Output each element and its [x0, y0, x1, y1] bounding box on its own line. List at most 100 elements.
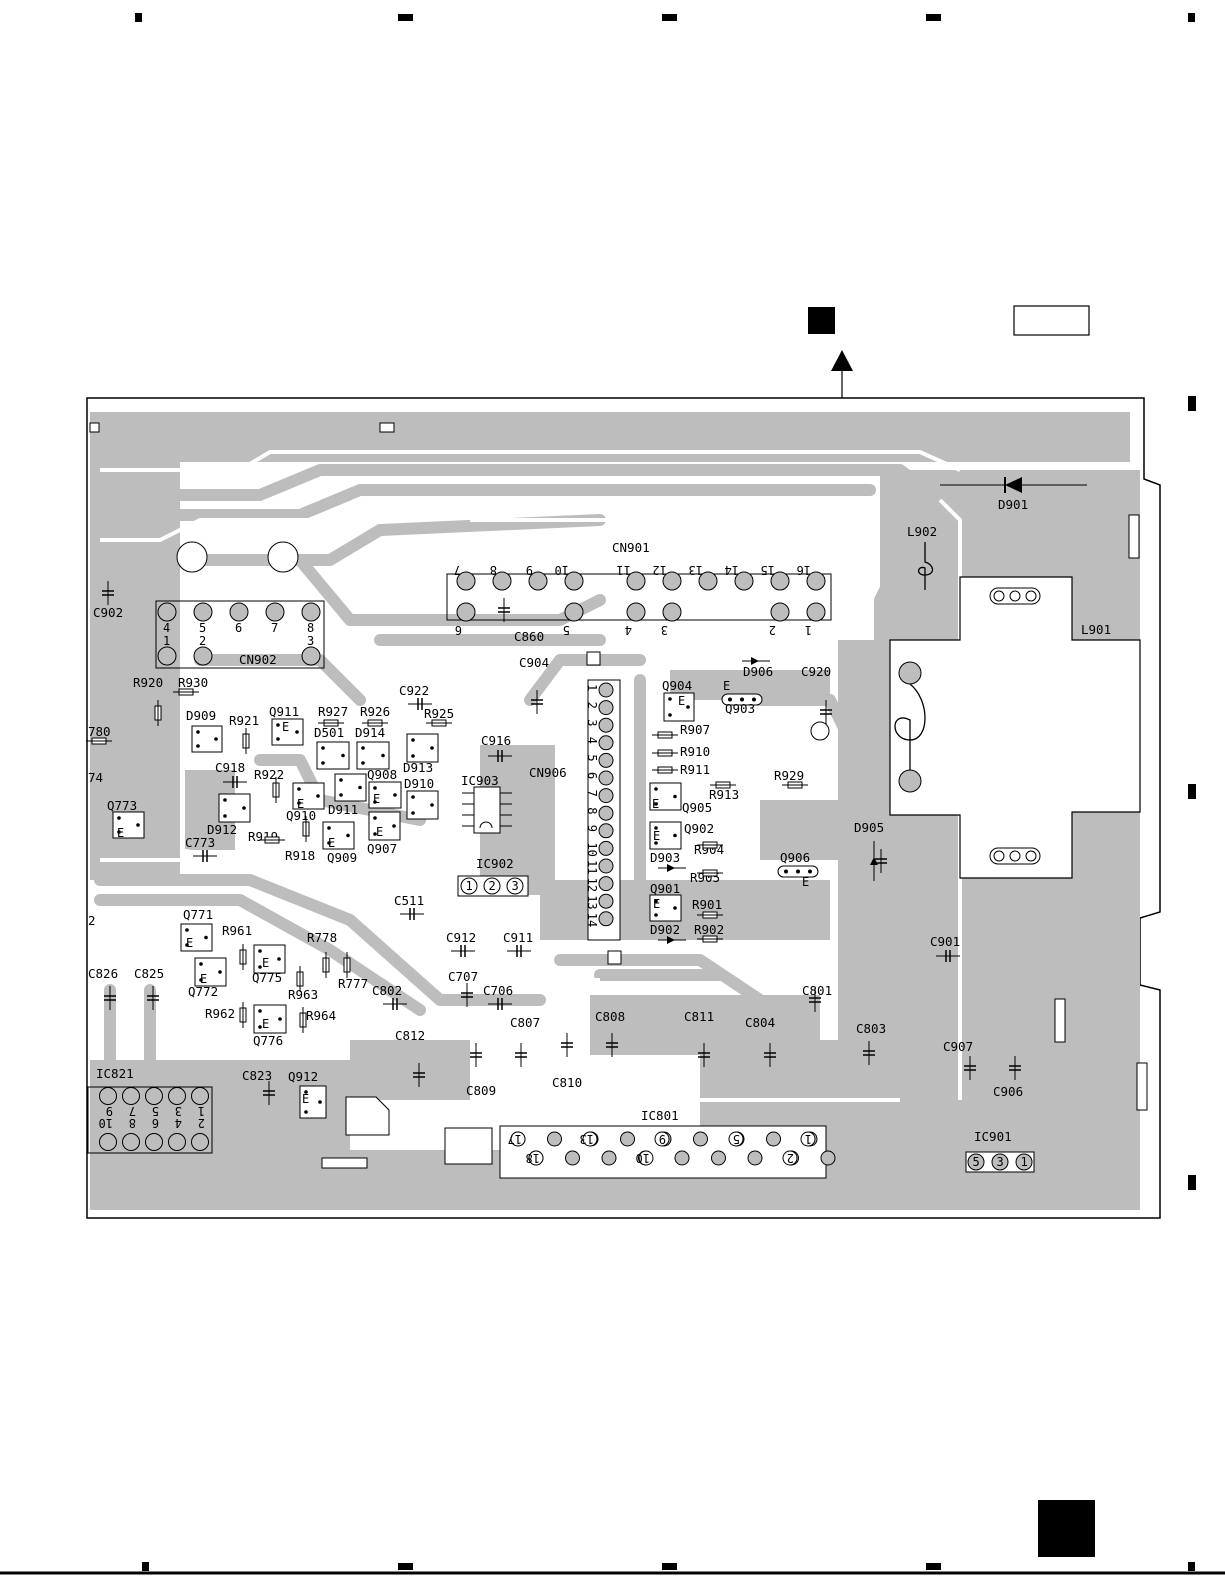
component-label: D905 [854, 820, 884, 835]
emitter-mark: E [652, 797, 659, 811]
cn901-pin-label: 16 [797, 563, 811, 577]
solder-pad [820, 1150, 836, 1166]
emitter-mark: E [200, 972, 207, 986]
cn906-pin-label: 12 [585, 878, 599, 892]
solder-pad [598, 700, 614, 716]
lead-dot [327, 841, 331, 845]
component-label: C808 [595, 1009, 625, 1024]
ic902-pin-label: 1 [466, 879, 473, 893]
cn902-pin-label: 1 [163, 634, 170, 648]
cn906-pin-label: 8 [585, 807, 599, 814]
lead-dot [295, 730, 299, 734]
component-label: C902 [93, 605, 123, 620]
empty-label-box [1013, 305, 1090, 336]
lead-dot [668, 713, 672, 717]
component-label: L901 [1081, 622, 1111, 637]
component-label: R911 [680, 762, 710, 777]
component-label: D902 [650, 922, 680, 937]
component-label: C823 [242, 1068, 272, 1083]
ic801-pin-label: 13 [580, 1132, 594, 1146]
component-label: C809 [466, 1083, 496, 1098]
cn906-pin-label: 10 [585, 842, 599, 856]
component-label: R927 [318, 704, 348, 719]
component-label: C810 [552, 1075, 582, 1090]
component-label: R925 [424, 706, 454, 721]
mounting-slots [89, 422, 1148, 1111]
l901-coil-icon [894, 683, 926, 770]
component-label: Q908 [367, 767, 397, 782]
solder-pad [598, 788, 614, 804]
component-label: L902 [907, 524, 937, 539]
solder-pad [157, 646, 177, 666]
emitter-mark: E [802, 875, 809, 889]
emitter-mark: E [262, 1017, 269, 1031]
component-label: D901 [998, 497, 1028, 512]
lead-dot [740, 697, 744, 702]
lead-dot [258, 949, 262, 953]
solder-pad [806, 602, 826, 622]
component-label: C920 [801, 664, 831, 679]
component-label: CN906 [529, 765, 567, 780]
lead-dot [316, 794, 320, 798]
component-label: R964 [306, 1008, 336, 1023]
l901-pad-row-top [989, 587, 1041, 605]
component-label: D906 [743, 664, 773, 679]
lead-dot [346, 833, 350, 838]
component-label: Q773 [107, 798, 137, 813]
solder-pad [145, 1133, 163, 1151]
solder-pad [1015, 1153, 1033, 1171]
cn906-pin-label: 4 [585, 737, 599, 744]
cn906-pin-label: 14 [585, 913, 599, 927]
cn901-pin-label: 9 [526, 563, 533, 577]
solder-pad [991, 1153, 1009, 1171]
solder-pad [598, 823, 614, 839]
cn902-outline [155, 600, 325, 669]
emitter-mark: E [373, 792, 380, 806]
solder-pad [157, 602, 177, 622]
solder-pad [601, 1150, 617, 1166]
emitter-mark: E [678, 694, 685, 708]
lead-dot [673, 833, 677, 838]
cn902-pin-label: 8 [307, 621, 314, 635]
component-label: C802 [372, 983, 402, 998]
solder-pad [770, 571, 790, 591]
lead-dot [277, 957, 281, 961]
lead-dot [199, 962, 203, 966]
component-label: C906 [993, 1084, 1023, 1099]
ic801-pin-label: 2 [787, 1151, 794, 1165]
cn901-pin-label: 2 [769, 623, 776, 637]
lead-dot [411, 738, 415, 742]
mounting-hole [267, 541, 299, 573]
l901-outline [889, 576, 1141, 879]
emitter-mark: E [282, 720, 289, 734]
lead-dot [136, 823, 140, 827]
cn901-pin-label: 8 [490, 563, 497, 577]
lead-dot [673, 906, 677, 910]
solder-pad [674, 1150, 690, 1166]
component-label: R913 [709, 787, 739, 802]
cn906-pin-label: 11 [585, 860, 599, 874]
solder-pad [598, 682, 614, 698]
ic901-pin-label: 1 [1021, 1155, 1028, 1169]
solder-pad [800, 1131, 816, 1147]
lead-dot [373, 786, 377, 790]
emitter-mark: E [376, 825, 383, 839]
lead-dot [686, 705, 690, 709]
solder-pad [193, 602, 213, 622]
component-label: Q901 [650, 881, 680, 896]
ic801-pin-label: 10 [636, 1151, 650, 1165]
emitter-mark: E [117, 826, 124, 840]
solder-pad [598, 893, 614, 909]
component-label: Q909 [327, 850, 357, 865]
ic801-pin-label: 5 [733, 1132, 740, 1146]
solder-pad [528, 1150, 544, 1166]
lead-dot [304, 1090, 308, 1094]
component-label: Q906 [780, 850, 810, 865]
cn901-pin-label: 4 [625, 623, 632, 637]
